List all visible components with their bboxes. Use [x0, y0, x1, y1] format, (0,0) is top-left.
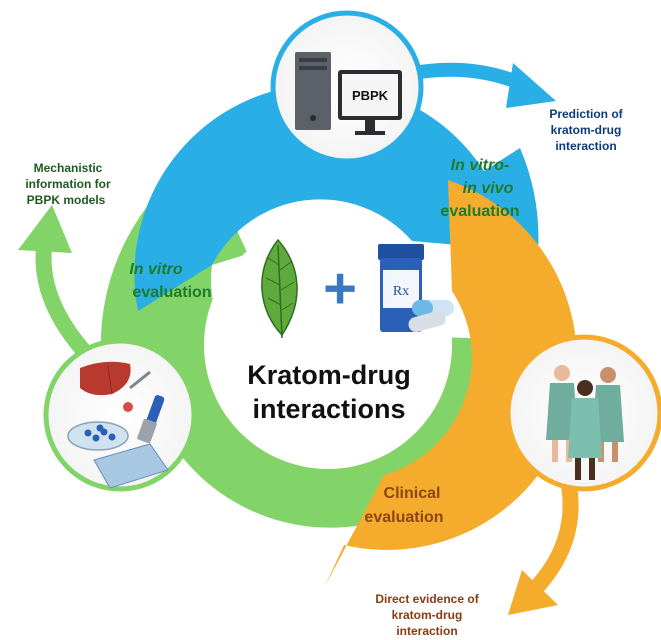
petri-dish-icon — [67, 421, 129, 451]
prediction-arrow — [406, 62, 525, 91]
ivivc-line1: In vitro- — [451, 157, 510, 174]
ivivc-line3: evaluation — [440, 203, 519, 220]
in-vitro-line2: evaluation — [132, 284, 211, 301]
leaf-icon — [261, 238, 298, 339]
ivivc-line2: in vivo — [463, 180, 514, 197]
clinical-line1: Clinical — [384, 485, 441, 502]
center-title-line2: interactions — [252, 394, 405, 424]
label-in-vitro: In vitro evaluation — [129, 261, 211, 301]
prediction-line1: Prediction of — [549, 107, 623, 121]
scalpel-icon — [129, 370, 151, 390]
direct-arrow — [530, 478, 579, 594]
mechanistic-line3: PBPK models — [27, 193, 106, 207]
mechanistic-arrow — [35, 238, 98, 366]
center-title-line1: Kratom-drug — [247, 360, 411, 390]
pill-bottle-icon: Rx — [378, 244, 424, 332]
mechanistic-arrowhead — [18, 205, 72, 253]
blue-ring-segment — [134, 84, 539, 311]
pipette-icon — [137, 395, 165, 444]
direct-line3: interaction — [396, 624, 457, 638]
computer-screen-text: PBPK — [352, 88, 389, 103]
label-prediction: Prediction of kratom-drug interaction — [549, 107, 623, 153]
label-ivivc: In vitro- in vivo evaluation — [440, 157, 519, 220]
in-vitro-line1: In vitro — [129, 261, 183, 278]
computer-icon: PBPK — [295, 52, 402, 135]
rx-label: Rx — [393, 284, 409, 299]
mechanistic-line2: information for — [25, 177, 111, 191]
cycle-ring — [100, 84, 577, 586]
orange-ring-segment — [325, 180, 577, 586]
direct-arrowhead — [508, 570, 558, 615]
plus-sign: + — [323, 256, 357, 321]
direct-line1: Direct evidence of — [375, 592, 479, 606]
prediction-arrowhead — [506, 63, 556, 108]
liver-icon — [80, 361, 131, 396]
prediction-line2: kratom-drug — [551, 123, 622, 137]
capsule-icon — [408, 300, 454, 332]
clinical-line2: evaluation — [364, 509, 443, 526]
label-mechanistic: Mechanistic information for PBPK models — [25, 161, 111, 207]
well-plate-icon — [93, 443, 169, 489]
tissue-sample-icon — [123, 402, 133, 412]
label-direct: Direct evidence of kratom-drug interacti… — [375, 592, 479, 638]
prediction-line3: interaction — [555, 139, 616, 153]
label-clinical: Clinical evaluation — [364, 485, 443, 526]
patients-icon — [546, 365, 624, 480]
mechanistic-line1: Mechanistic — [34, 161, 103, 175]
direct-line2: kratom-drug — [392, 608, 463, 622]
